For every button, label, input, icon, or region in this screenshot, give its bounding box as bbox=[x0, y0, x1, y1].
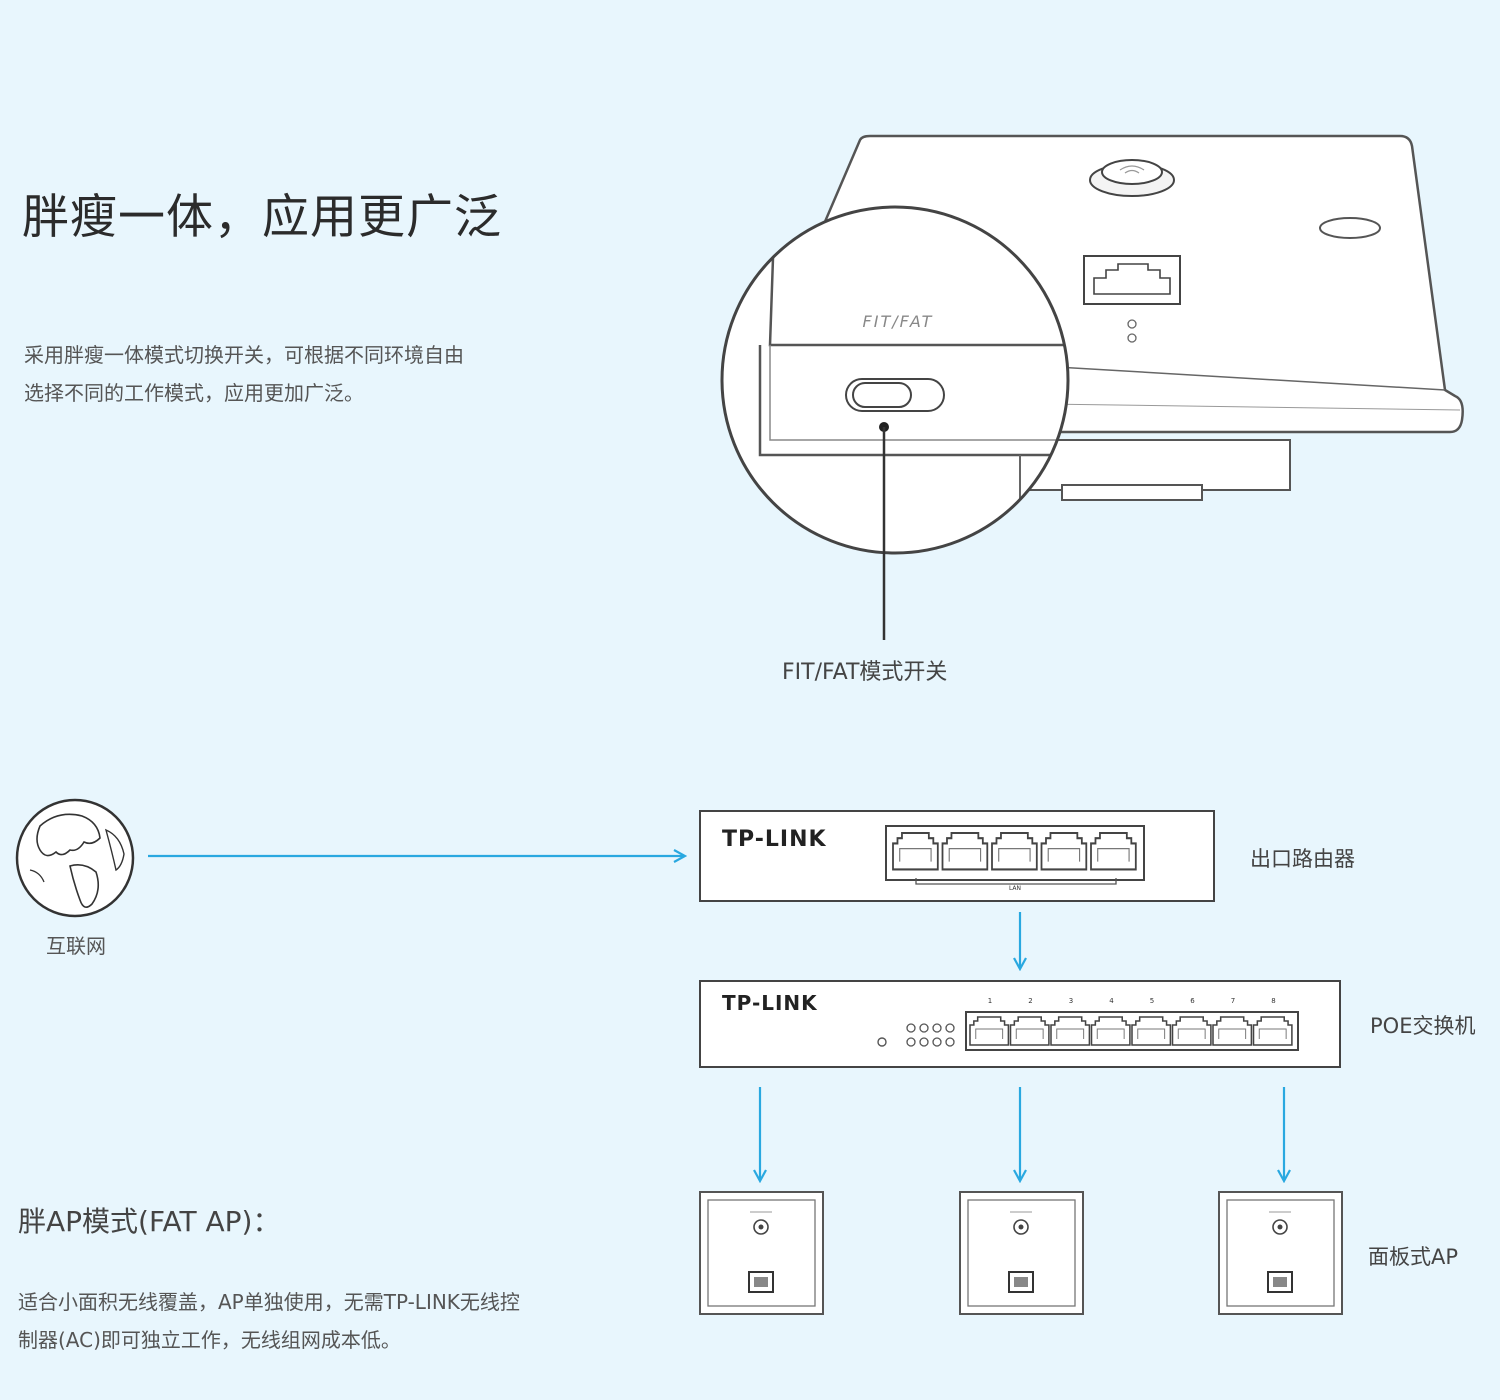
switch-poe-port-icon bbox=[1252, 1016, 1293, 1046]
switch-poe-port-icon bbox=[1131, 1016, 1172, 1046]
router-brand: TP-LINK bbox=[722, 827, 827, 852]
ethernet-port-icon bbox=[1083, 255, 1181, 305]
switch-poe-port-icon bbox=[969, 1016, 1010, 1046]
switch-led-icon bbox=[945, 1037, 955, 1047]
switch-led-icon bbox=[932, 1023, 942, 1033]
fat-description-line-1: 适合小面积无线覆盖，AP单独使用，无需TP-LINK无线控 bbox=[18, 1290, 520, 1314]
switch-led-icon bbox=[906, 1037, 916, 1047]
switch-led-icon bbox=[945, 1023, 955, 1033]
router-device: TP-LINK LAN bbox=[699, 810, 1215, 902]
panel-ap-device bbox=[959, 1191, 1084, 1315]
fat-description-line-2: 制器(AC)即可独立工作，无线组网成本低。 bbox=[18, 1328, 401, 1352]
fat-ap-title: 胖AP模式(FAT AP)： bbox=[18, 1205, 281, 1238]
router-lan-port-icon bbox=[941, 831, 989, 871]
switch-port-number: 7 bbox=[1231, 997, 1235, 1005]
switch-port-number: 6 bbox=[1190, 997, 1195, 1005]
router-lan-port-icon bbox=[1040, 831, 1088, 871]
router-lan-port-icon bbox=[891, 831, 939, 871]
switch-led-icon bbox=[919, 1037, 929, 1047]
switch-poe-port-icon bbox=[1212, 1016, 1253, 1046]
switch-poe-port-icon bbox=[1050, 1016, 1091, 1046]
router-label: 出口路由器 bbox=[1250, 847, 1355, 871]
switch-led-icon bbox=[906, 1023, 916, 1033]
switch-port-number: 3 bbox=[1069, 997, 1073, 1005]
switch-brand: TP-LINK bbox=[722, 991, 818, 1015]
switch-port-number: 1 bbox=[988, 997, 992, 1005]
switch-poe-port-icon bbox=[1009, 1016, 1050, 1046]
switch-port-number: 8 bbox=[1271, 997, 1275, 1005]
router-lan-port-icon bbox=[1089, 831, 1137, 871]
wifi-button-icon bbox=[1089, 159, 1175, 197]
zoom-callout: FIT/FAT bbox=[720, 205, 1070, 640]
poe-switch-device: TP-LINK 1 2 3 4 5 6 7 8 bbox=[699, 980, 1341, 1068]
router-lan-label: LAN bbox=[1009, 885, 1021, 892]
poe-switch-label: POE交换机 bbox=[1370, 1014, 1476, 1038]
panel-ap-label: 面板式AP bbox=[1368, 1245, 1459, 1269]
panel-ap-device bbox=[699, 1191, 824, 1315]
switch-led-icon bbox=[919, 1023, 929, 1033]
fit-fat-silk-text: FIT/FAT bbox=[863, 312, 934, 331]
internet-label: 互联网 bbox=[46, 934, 106, 958]
switch-port-number: 5 bbox=[1150, 997, 1154, 1005]
section-description: 采用胖瘦一体模式切换开关，可根据不同环境自由 选择不同的工作模式，应用更加广泛。 bbox=[24, 336, 464, 412]
switch-port-number: 4 bbox=[1109, 997, 1114, 1005]
globe-icon bbox=[15, 798, 135, 918]
fit-fat-switch-label: FIT/FAT模式开关 bbox=[782, 660, 948, 685]
description-line-1: 采用胖瘦一体模式切换开关，可根据不同环境自由 bbox=[24, 343, 464, 367]
description-line-2: 选择不同的工作模式，应用更加广泛。 bbox=[24, 381, 364, 405]
switch-poe-port-icon bbox=[1090, 1016, 1131, 1046]
indicator-led-icon bbox=[1319, 217, 1381, 239]
switch-led-icon bbox=[932, 1037, 942, 1047]
fat-ap-description: 适合小面积无线覆盖，AP单独使用，无需TP-LINK无线控 制器(AC)即可独立… bbox=[18, 1283, 520, 1359]
panel-ap-device bbox=[1218, 1191, 1343, 1315]
section-title: 胖瘦一体，应用更广泛 bbox=[22, 190, 502, 245]
switch-poe-port-icon bbox=[1171, 1016, 1212, 1046]
switch-port-number: 2 bbox=[1028, 997, 1032, 1005]
router-lan-port-icon bbox=[990, 831, 1038, 871]
